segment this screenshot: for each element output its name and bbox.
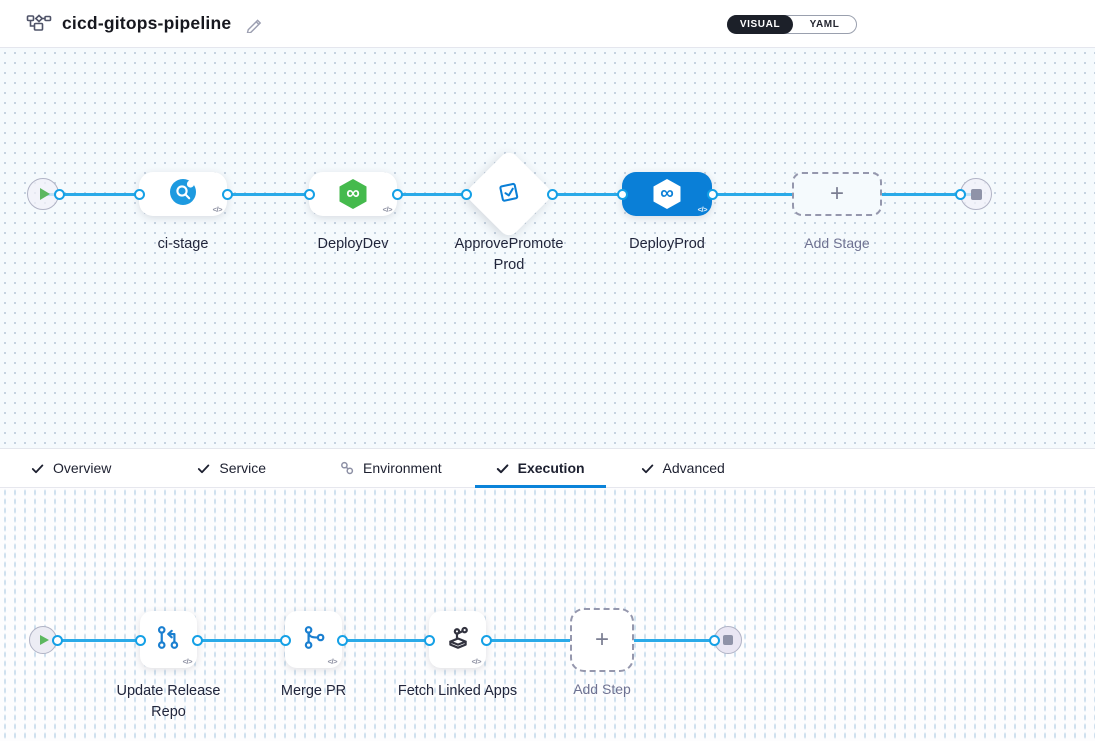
code-icon: </> xyxy=(471,657,482,666)
connector-point[interactable] xyxy=(423,634,435,646)
linked-apps-icon xyxy=(444,623,472,656)
connector-point[interactable] xyxy=(336,634,348,646)
connector-point[interactable] xyxy=(460,188,472,200)
step-connector-line xyxy=(43,638,728,642)
execution-step-canvas[interactable]: </> </> </> + xyxy=(0,488,1095,741)
connector-point[interactable] xyxy=(134,634,146,646)
active-tab-underline xyxy=(474,485,606,488)
stage-label: DeployDev xyxy=(317,236,389,252)
connector-point[interactable] xyxy=(221,188,233,200)
step-label: Merge PR xyxy=(280,683,347,699)
stage-node-ci-stage[interactable]: </> xyxy=(139,172,227,216)
visual-yaml-toggle: VISUAL YAML xyxy=(727,15,857,34)
environment-icon xyxy=(341,461,354,475)
toggle-visual[interactable]: VISUAL xyxy=(727,15,794,34)
add-stage-button[interactable]: + xyxy=(792,172,882,216)
check-icon xyxy=(198,464,210,473)
stop-icon xyxy=(970,188,982,200)
tab-environment[interactable]: Environment xyxy=(319,449,463,487)
step-label: Update Release Repo xyxy=(116,683,221,720)
code-icon: </> xyxy=(212,205,223,214)
connector-point[interactable] xyxy=(954,188,966,200)
connector-point[interactable] xyxy=(133,188,145,200)
play-icon xyxy=(40,635,49,645)
step-node-fetch-linked-apps[interactable]: </> xyxy=(429,611,486,668)
stage-config-tabs: Overview Service Environment Execution A… xyxy=(0,448,1095,488)
toggle-yaml[interactable]: YAML xyxy=(809,19,840,30)
cd-deploy-icon: ∞ xyxy=(653,179,681,209)
connector-point[interactable] xyxy=(51,634,63,646)
tab-execution[interactable]: Execution xyxy=(474,449,606,488)
connector-point[interactable] xyxy=(191,634,203,646)
play-icon xyxy=(39,188,50,200)
git-update-icon xyxy=(155,624,182,656)
approval-icon xyxy=(496,179,522,210)
connector-point[interactable] xyxy=(480,634,492,646)
stage-canvas[interactable]: </> ∞ </> ∞ </> + xyxy=(0,48,1095,448)
stage-label: ci-stage xyxy=(157,236,209,252)
stage-label: ApprovePromoteProd xyxy=(454,236,564,273)
connector-point[interactable] xyxy=(391,188,403,200)
connector-point[interactable] xyxy=(708,634,720,646)
connector-point[interactable] xyxy=(303,188,315,200)
edit-pencil-icon[interactable] xyxy=(245,15,263,33)
plus-icon: + xyxy=(594,626,609,653)
add-step-button[interactable]: + xyxy=(570,608,634,672)
connector-point[interactable] xyxy=(706,188,718,200)
connector-point[interactable] xyxy=(546,188,558,200)
pipeline-icon xyxy=(26,13,52,35)
check-icon xyxy=(31,464,44,473)
pipeline-title: cicd-gitops-pipeline xyxy=(62,13,232,33)
pipeline-start-node[interactable] xyxy=(27,178,59,210)
code-icon: </> xyxy=(382,205,393,214)
step-node-update-release-repo[interactable]: </> xyxy=(140,611,197,668)
code-icon: </> xyxy=(697,205,708,214)
tab-overview[interactable]: Overview xyxy=(10,449,132,487)
connector-point[interactable] xyxy=(616,188,628,200)
stage-label: DeployProd xyxy=(629,236,705,252)
add-step-label: Add Step xyxy=(573,681,631,697)
stage-node-deploydev[interactable]: ∞ </> xyxy=(309,172,397,216)
code-icon: </> xyxy=(327,657,338,666)
plus-icon: + xyxy=(829,180,844,207)
code-icon: </> xyxy=(182,657,193,666)
git-merge-icon xyxy=(300,624,327,656)
tab-service[interactable]: Service xyxy=(176,449,287,487)
cd-deploy-icon: ∞ xyxy=(339,179,367,209)
stop-icon xyxy=(723,635,733,645)
add-stage-label: Add Stage xyxy=(804,235,870,251)
connector-point[interactable] xyxy=(279,634,291,646)
stage-node-deployprod[interactable]: ∞ </> xyxy=(622,172,712,216)
ci-build-icon xyxy=(169,178,197,211)
tab-advanced[interactable]: Advanced xyxy=(620,449,746,487)
step-node-merge-pr[interactable]: </> xyxy=(285,611,342,668)
pipeline-end-node[interactable] xyxy=(960,178,992,210)
check-icon xyxy=(641,464,653,473)
step-label: Fetch Linked Apps xyxy=(397,683,518,699)
connector-point[interactable] xyxy=(53,188,65,200)
stage-node-approvepromoteprod[interactable] xyxy=(463,148,555,240)
check-icon xyxy=(496,463,509,473)
pipeline-header: cicd-gitops-pipeline VISUAL YAML xyxy=(0,0,1095,48)
